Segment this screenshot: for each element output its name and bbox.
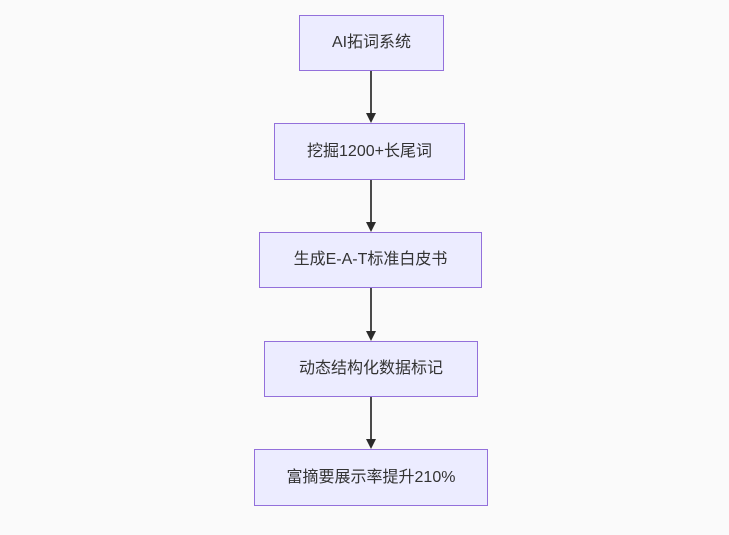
flow-node-label: 动态结构化数据标记 <box>298 360 443 378</box>
flow-edge-1 <box>366 71 376 123</box>
flow-edge-3 <box>366 288 376 341</box>
edge-line <box>370 180 372 222</box>
flow-node-label: 挖掘1200+长尾词 <box>307 142 432 160</box>
flow-node-label: 富摘要展示率提升210% <box>286 468 456 486</box>
flow-node-rich-snippet-rate-up-210: 富摘要展示率提升210% <box>254 449 488 506</box>
arrow-down-icon <box>366 331 376 341</box>
arrow-down-icon <box>366 113 376 123</box>
arrow-down-icon <box>366 439 376 449</box>
flow-node-label: 生成E-A-T标准白皮书 <box>293 251 448 269</box>
flow-node-generate-eat-whitepaper: 生成E-A-T标准白皮书 <box>259 232 482 288</box>
edge-line <box>370 288 372 331</box>
flow-node-label: AI拓词系统 <box>331 34 412 52</box>
flow-node-mine-1200-longtail-words: 挖掘1200+长尾词 <box>274 123 465 180</box>
edge-line <box>370 397 372 439</box>
flow-node-ai-word-expansion-system: AI拓词系统 <box>299 15 444 71</box>
edge-line <box>370 71 372 113</box>
arrow-down-icon <box>366 222 376 232</box>
flow-edge-4 <box>366 397 376 449</box>
flow-node-dynamic-structured-markup: 动态结构化数据标记 <box>264 341 478 397</box>
flow-edge-2 <box>366 180 376 232</box>
